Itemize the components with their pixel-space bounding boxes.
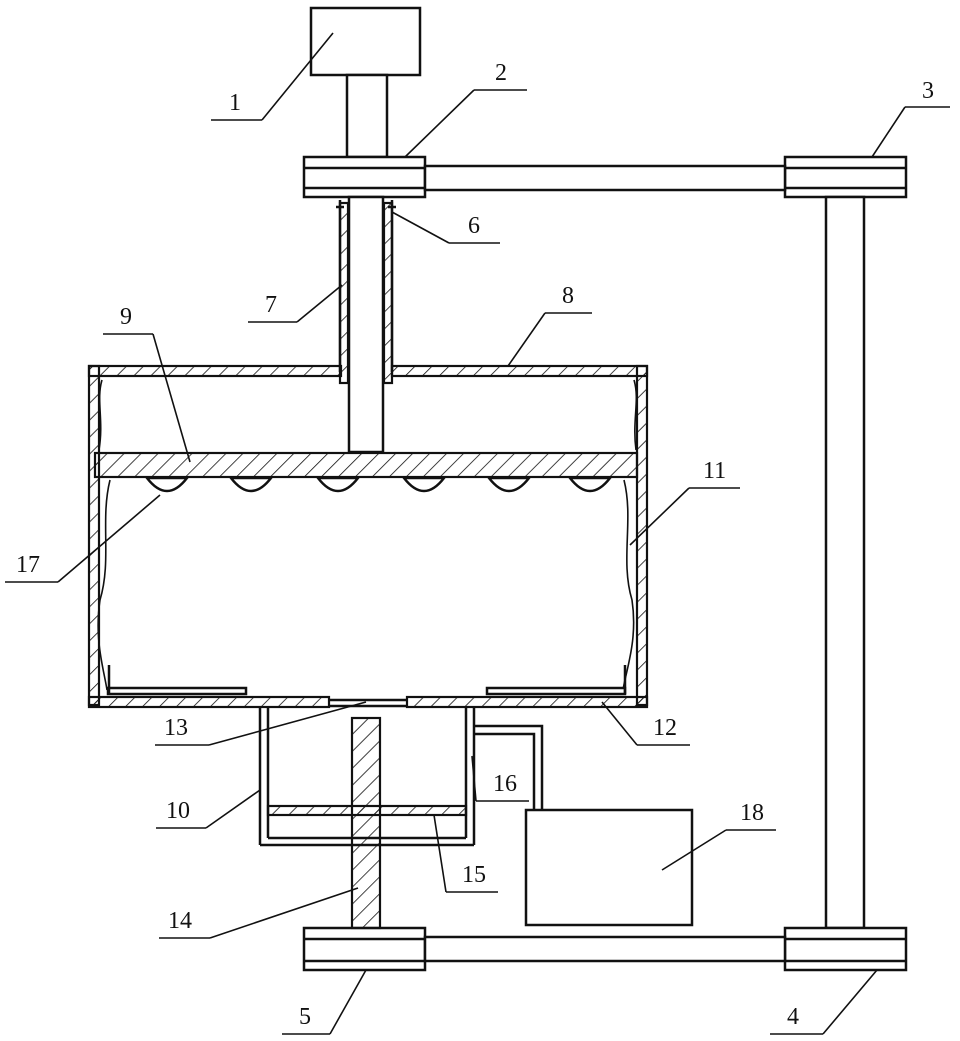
vertical-shaft (826, 197, 864, 928)
label-13: 13 (164, 715, 188, 741)
pipe (474, 726, 542, 810)
label-9: 9 (120, 304, 132, 330)
label-3: 3 (922, 78, 934, 104)
label-1: 1 (229, 90, 241, 116)
threaded-rod (352, 718, 380, 928)
bottom-scrapers (108, 665, 625, 694)
label-17: 17 (16, 552, 40, 578)
labels: 1 2 3 4 5 6 7 8 9 10 11 12 13 14 15 16 1… (16, 60, 934, 1030)
press-plate (95, 453, 637, 477)
label-14: 14 (168, 908, 192, 934)
label-8: 8 (562, 283, 574, 309)
central-shaft (336, 197, 396, 452)
label-10: 10 (166, 798, 190, 824)
motor (311, 8, 420, 157)
label-16: 16 (493, 771, 517, 797)
label-11: 11 (703, 458, 726, 484)
label-18: 18 (740, 800, 764, 826)
label-4: 4 (787, 1004, 799, 1030)
bottom-belt (304, 928, 906, 970)
label-7: 7 (265, 292, 277, 318)
label-5: 5 (299, 1004, 311, 1030)
label-15: 15 (462, 862, 486, 888)
top-belt (304, 157, 906, 197)
label-12: 12 (653, 715, 677, 741)
label-6: 6 (468, 213, 480, 239)
label-2: 2 (495, 60, 507, 86)
nozzles (147, 478, 610, 491)
